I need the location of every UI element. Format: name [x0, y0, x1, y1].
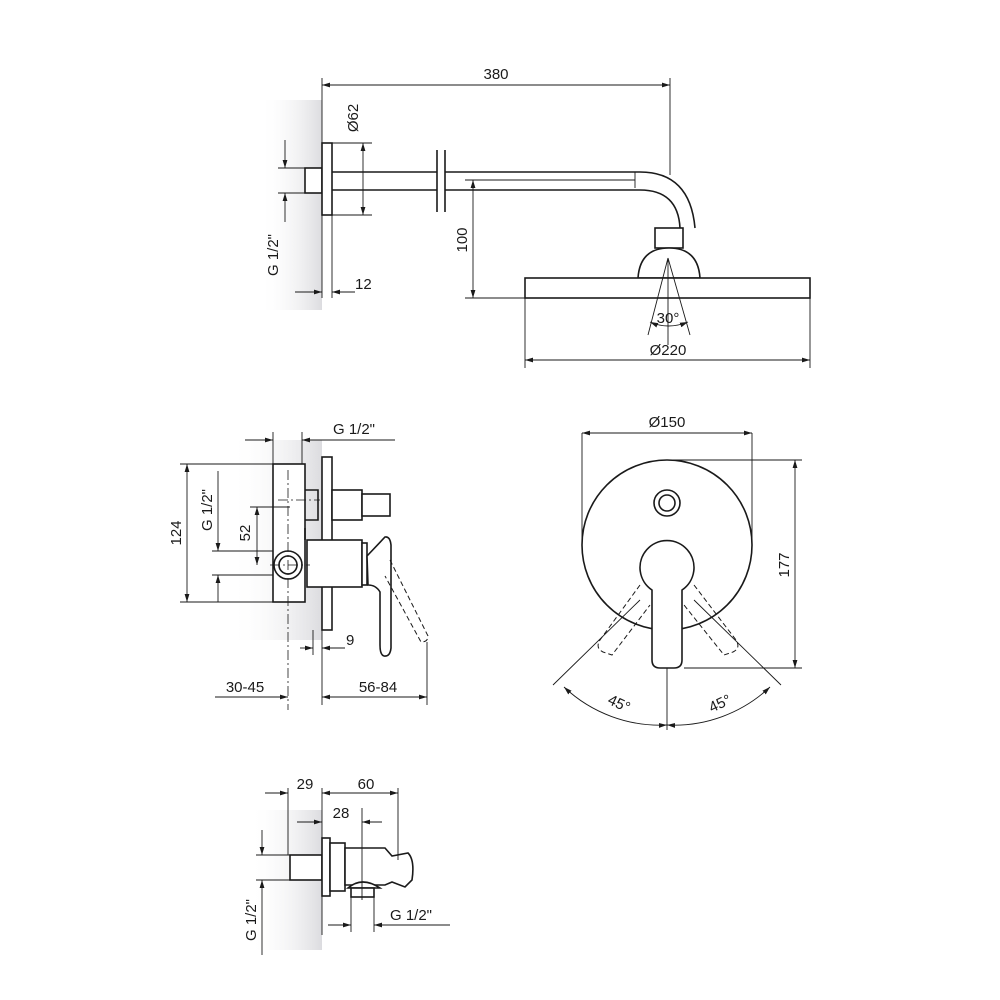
dim-tilt-angle: 30° — [657, 310, 680, 327]
break-mark — [436, 150, 446, 212]
dim-arm-length: 380 — [483, 66, 508, 83]
outlet-flange — [321, 837, 331, 897]
arm-pipe — [332, 171, 696, 229]
outlet-stub — [289, 854, 323, 881]
dim-stub-length: 29 — [297, 776, 314, 793]
shower-arm-view: 380 Ø62 G 1/2" 12 100 30° Ø220 — [265, 66, 811, 368]
diverter-stem — [331, 489, 363, 521]
dim-head-diameter: Ø220 — [650, 342, 687, 359]
dim-side-thread: G 1/2" — [199, 489, 216, 531]
connector-neck — [654, 227, 684, 249]
dim-install-depth: 30-45 — [226, 679, 264, 696]
dim-drop: 100 — [454, 227, 471, 252]
outlet-connector — [350, 887, 375, 898]
dim-plate-offset: 9 — [346, 632, 354, 649]
cartridge-cylinder — [306, 539, 363, 588]
dim-outlet-thread: G 1/2" — [390, 907, 432, 924]
dim-projection: 56-84 — [359, 679, 397, 696]
shower-head — [524, 277, 811, 299]
lever-handle-rotated — [384, 559, 429, 643]
wall-flange — [321, 142, 333, 216]
dim-outlet-offset: 28 — [333, 805, 350, 822]
diverter-knob-front — [653, 489, 681, 517]
dim-angle-left: 45° — [605, 691, 633, 716]
mixer-side-view: G 1/2" 124 G 1/2" 52 9 30-45 56-84 — [168, 421, 429, 710]
wall-shadow — [260, 100, 322, 310]
handshower-holder — [344, 847, 414, 888]
dim-top-thread: G 1/2" — [333, 421, 375, 438]
dim-angle-right: 45° — [706, 691, 734, 716]
wall-outlet-view: 29 60 28 G 1/2" G 1/2" — [243, 776, 450, 955]
handle-rotated-left — [597, 584, 651, 656]
dim-plate-diameter: Ø150 — [649, 414, 686, 431]
dim-inlet-thread-outlet: G 1/2" — [243, 899, 260, 941]
inlet-stub — [304, 167, 323, 194]
handle-rotated-right — [683, 584, 739, 656]
diverter-knob — [361, 493, 391, 517]
mixer-front-view: Ø150 177 45° 45° — [552, 414, 802, 730]
dim-inlet-thread: G 1/2" — [265, 234, 282, 276]
mixer-body — [272, 463, 306, 603]
dim-front-height: 177 — [776, 552, 793, 577]
dim-flange-depth: 12 — [355, 276, 372, 293]
dim-height: 124 — [168, 520, 185, 545]
front-handle — [639, 539, 695, 669]
outlet-body — [329, 842, 346, 892]
dim-spacing: 52 — [237, 525, 254, 542]
dim-total-depth: 60 — [358, 776, 375, 793]
lever-handle — [366, 536, 392, 657]
dim-flange-diameter: Ø62 — [345, 104, 362, 132]
